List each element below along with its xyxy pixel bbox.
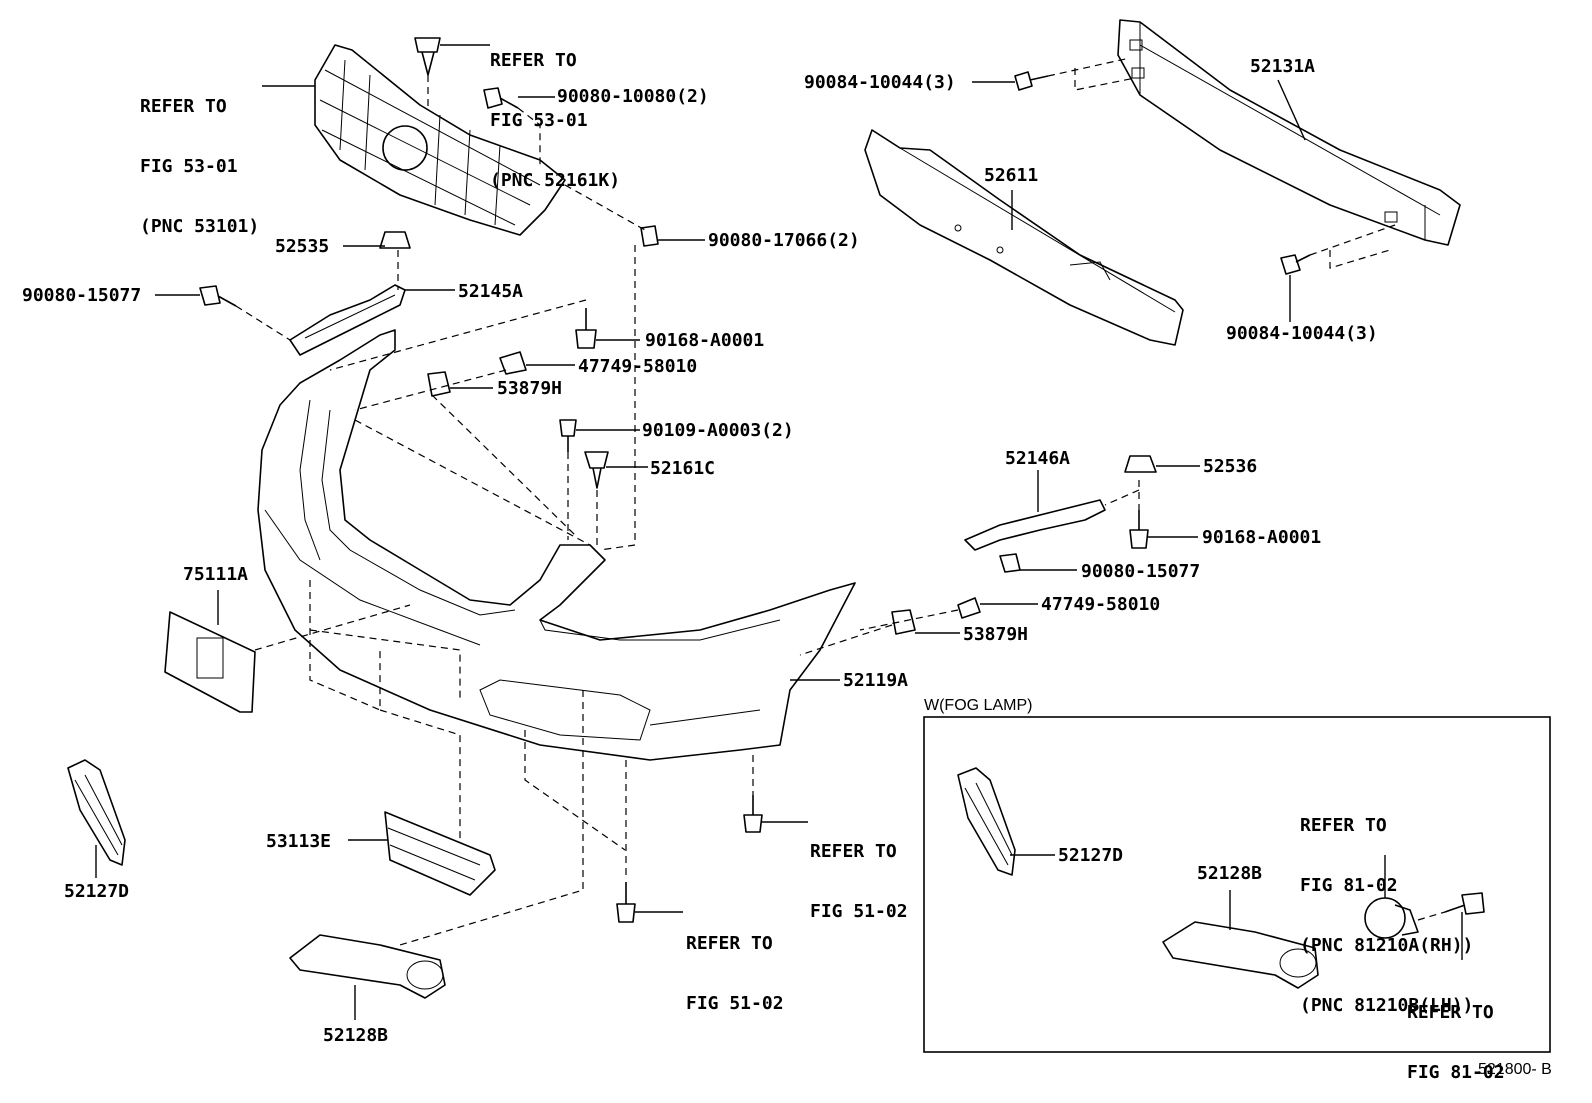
screw-90080-10080 (483, 87, 519, 109)
label-52127d-left: 52127D (64, 881, 130, 902)
label-refer-52161k: REFER TO FIG 53-01 (PNC 52161K) (490, 50, 621, 191)
inset-title: W(FOG LAMP) (924, 697, 1033, 714)
label-90168-a0001-left: 90168-A0001 (645, 330, 765, 351)
label-47749-58010-left: 47749-58010 (578, 356, 698, 377)
screw-51-02-bottom (616, 882, 636, 923)
label-52128b-left: 52128B (323, 1025, 389, 1046)
clip-52535 (379, 231, 411, 249)
screw-51-02-right (743, 795, 763, 833)
label-90084-10044-top: 90084-10044(3) (804, 72, 956, 93)
label-refer-51-02-right: REFER TO FIG 51-02 (810, 841, 908, 922)
label-90080-15077-right: 90080-15077 (1081, 561, 1201, 582)
label-refer-51-02-bottom: REFER TO FIG 51-02 (686, 933, 784, 1014)
energy-absorber (864, 129, 1184, 346)
bumper-side-bracket-left (289, 284, 406, 356)
radiator-grille (314, 44, 566, 236)
label-90080-15077-left: 90080-15077 (22, 285, 142, 306)
label-52535: 52535 (275, 236, 330, 257)
bumper-side-cover-left (67, 759, 126, 866)
clip-52161k (414, 37, 441, 76)
label-52131a: 52131A (1250, 56, 1316, 77)
retainer-47749-58010-right (957, 597, 981, 619)
bracket-53879h-right (891, 609, 916, 635)
label-52536: 52536 (1203, 456, 1258, 477)
nut-90080-17066 (640, 225, 659, 247)
label-refer-fog-lamp: REFER TO FIG 81-02 (PNC 81210A(RH)) (PNC… (1300, 815, 1474, 1016)
fog-lamp-cover-inset (1162, 921, 1319, 989)
retainer-47749-58010-left (499, 351, 527, 375)
bumper-reinforcement (1117, 19, 1461, 246)
diagram-code: 521800- B (1478, 1061, 1552, 1078)
bolt-90084-10044-bottom (1280, 254, 1311, 275)
label-52161c: 52161C (650, 458, 716, 479)
label-90080-17066: 90080-17066(2) (708, 230, 860, 251)
label-refer-81-02: REFER TO FIG 81-02 (1407, 1002, 1505, 1083)
label-90080-10080: 90080-10080(2) (557, 86, 709, 107)
label-47749-58010-right: 47749-58010 (1041, 594, 1161, 615)
clip-52161c (584, 451, 609, 489)
lower-grille (384, 811, 496, 896)
fog-lamp-cover-left (289, 934, 446, 999)
front-bumper-cover (257, 329, 856, 761)
screw-90080-15077-right (999, 553, 1021, 573)
screw-90168-a0001-right (1129, 510, 1149, 549)
label-90168-a0001-right: 90168-A0001 (1202, 527, 1322, 548)
label-90084-10044-bottom: 90084-10044(3) (1226, 323, 1378, 344)
bumper-side-cover-inset (957, 767, 1016, 876)
screw-90168-a0001-left (575, 308, 597, 349)
label-52611: 52611 (984, 165, 1039, 186)
fog-lamp-inset-box (923, 716, 1551, 1053)
label-52127d-inset: 52127D (1058, 845, 1124, 866)
assembly-lines (235, 57, 1446, 946)
license-plate-bracket (164, 611, 256, 713)
screw-81-02 (1444, 892, 1485, 915)
leader-lines (95, 44, 1463, 1020)
bracket-53879h-left (427, 371, 451, 397)
label-refer-grille: REFER TO FIG 53-01 (PNC 53101) (140, 96, 260, 237)
label-52145a: 52145A (458, 281, 524, 302)
label-75111a: 75111A (183, 564, 249, 585)
clip-52536 (1124, 455, 1157, 473)
screw-90080-15077-left (199, 285, 237, 307)
screw-90109-a0003 (559, 419, 577, 452)
bumper-side-bracket-right (964, 499, 1106, 551)
label-52119a: 52119A (843, 670, 909, 691)
bolt-90084-10044-top (1014, 71, 1049, 91)
label-53113e: 53113E (266, 831, 332, 852)
label-52128b-inset: 52128B (1197, 863, 1263, 884)
label-53879h-right: 53879H (963, 624, 1029, 645)
label-90109-a0003: 90109-A0003(2) (642, 420, 794, 441)
label-52146a: 52146A (1005, 448, 1071, 469)
label-53879h-left: 53879H (497, 378, 563, 399)
